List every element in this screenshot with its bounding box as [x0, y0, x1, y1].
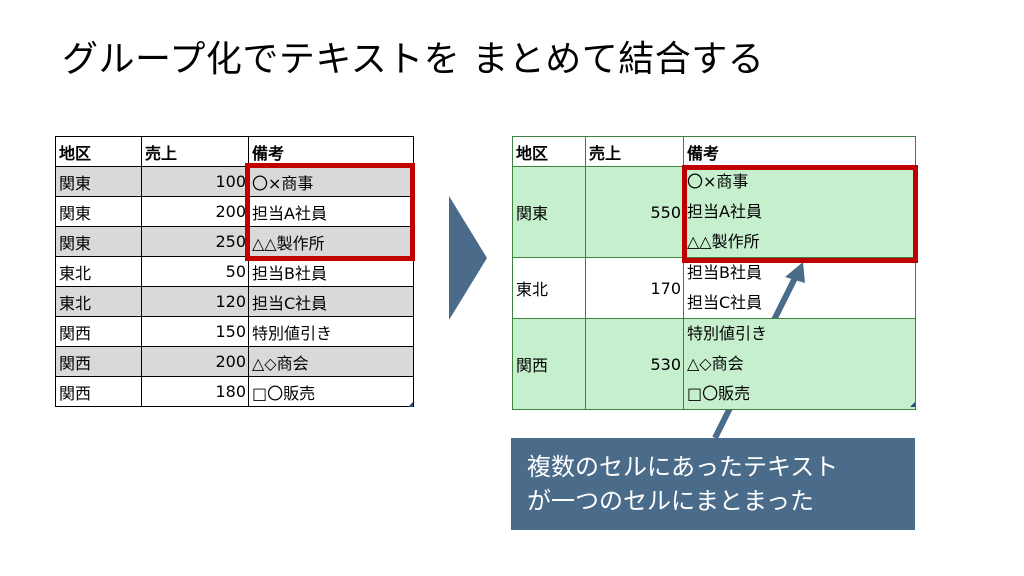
table-row: 東北 170 担当B社員 担当C社員: [512, 257, 916, 319]
notes-cell[interactable]: 担当C社員: [248, 286, 414, 317]
notes-cell[interactable]: 特別値引き △◇商会 □〇販売: [683, 318, 916, 410]
table-row: 関西 150 特別値引き: [55, 316, 414, 347]
region-cell[interactable]: 関東: [512, 166, 586, 258]
table-row: 関西 530 特別値引き △◇商会 □〇販売: [512, 318, 916, 410]
table-row: 関東 250 △△製作所: [55, 226, 414, 257]
region-cell[interactable]: 関東: [55, 196, 142, 227]
slide-title: グループ化でテキストを まとめて結合する: [62, 39, 765, 80]
table-row: 東北 50 担当B社員: [55, 256, 414, 287]
header-region: 地区: [512, 136, 586, 167]
sales-cell[interactable]: 150: [141, 316, 249, 347]
header-sales: 売上: [141, 136, 249, 167]
table-header-row: 地区 売上 備考: [512, 136, 916, 167]
notes-cell[interactable]: 担当B社員 担当C社員: [683, 257, 916, 319]
table-row: 関東 100 〇×商事: [55, 166, 414, 197]
notes-cell[interactable]: 担当B社員: [248, 256, 414, 287]
notes-cell[interactable]: △△製作所: [248, 226, 414, 257]
sales-cell[interactable]: 100: [141, 166, 249, 197]
sales-cell[interactable]: 550: [585, 166, 684, 258]
source-table: 地区 売上 備考 関東 100 〇×商事 関東 200 担当A社員 関東 250…: [55, 136, 414, 407]
region-cell[interactable]: 関東: [55, 226, 142, 257]
highlight-box-merged: [682, 165, 918, 263]
table-header-row: 地区 売上 備考: [55, 136, 414, 167]
notes-cell[interactable]: □〇販売: [248, 376, 414, 407]
header-notes: 備考: [683, 136, 916, 167]
sales-cell[interactable]: 250: [141, 226, 249, 257]
note-line: 担当B社員: [687, 263, 762, 282]
notes-cell[interactable]: 特別値引き: [248, 316, 414, 347]
callout-line: 複数のセルにあったテキスト: [527, 453, 839, 481]
sales-cell[interactable]: 200: [141, 346, 249, 377]
merged-table: 地区 売上 備考 関東 550 〇×商事 担当A社員 △△製作所 東北 170 …: [512, 136, 916, 410]
highlight-box-source: [245, 163, 415, 261]
region-cell[interactable]: 東北: [55, 256, 142, 287]
sales-cell[interactable]: 200: [141, 196, 249, 227]
notes-cell[interactable]: 担当A社員: [248, 196, 414, 227]
note-line: △◇商会: [687, 354, 744, 373]
resize-handle-icon: [408, 402, 413, 407]
note-line: 〇×商事: [687, 172, 749, 191]
table-row: 関東 200 担当A社員: [55, 196, 414, 227]
callout-box: 複数のセルにあったテキスト が一つのセルにまとまった: [511, 438, 915, 530]
region-cell[interactable]: 東北: [55, 286, 142, 317]
header-notes: 備考: [248, 136, 414, 167]
note-line: 特別値引き: [687, 324, 768, 343]
notes-cell[interactable]: 〇×商事: [248, 166, 414, 197]
sales-cell[interactable]: 50: [141, 256, 249, 287]
region-cell[interactable]: 関西: [55, 376, 142, 407]
sales-cell[interactable]: 530: [585, 318, 684, 410]
callout-line: が一つのセルにまとまった: [527, 487, 815, 515]
header-region: 地区: [55, 136, 142, 167]
table-row: 関西 180 □〇販売: [55, 376, 414, 407]
note-line: □〇販売: [687, 384, 751, 403]
sales-cell[interactable]: 170: [585, 257, 684, 319]
note-line: 担当A社員: [687, 202, 762, 221]
header-sales: 売上: [585, 136, 684, 167]
region-cell[interactable]: 東北: [512, 257, 586, 319]
resize-handle-icon: [910, 402, 915, 407]
chevron-right-icon: [449, 196, 487, 320]
table-row: 東北 120 担当C社員: [55, 286, 414, 317]
note-line: 担当C社員: [687, 293, 763, 312]
sales-cell[interactable]: 180: [141, 376, 249, 407]
region-cell[interactable]: 関西: [512, 318, 586, 410]
note-line: △△製作所: [687, 232, 760, 251]
region-cell[interactable]: 関西: [55, 346, 142, 377]
